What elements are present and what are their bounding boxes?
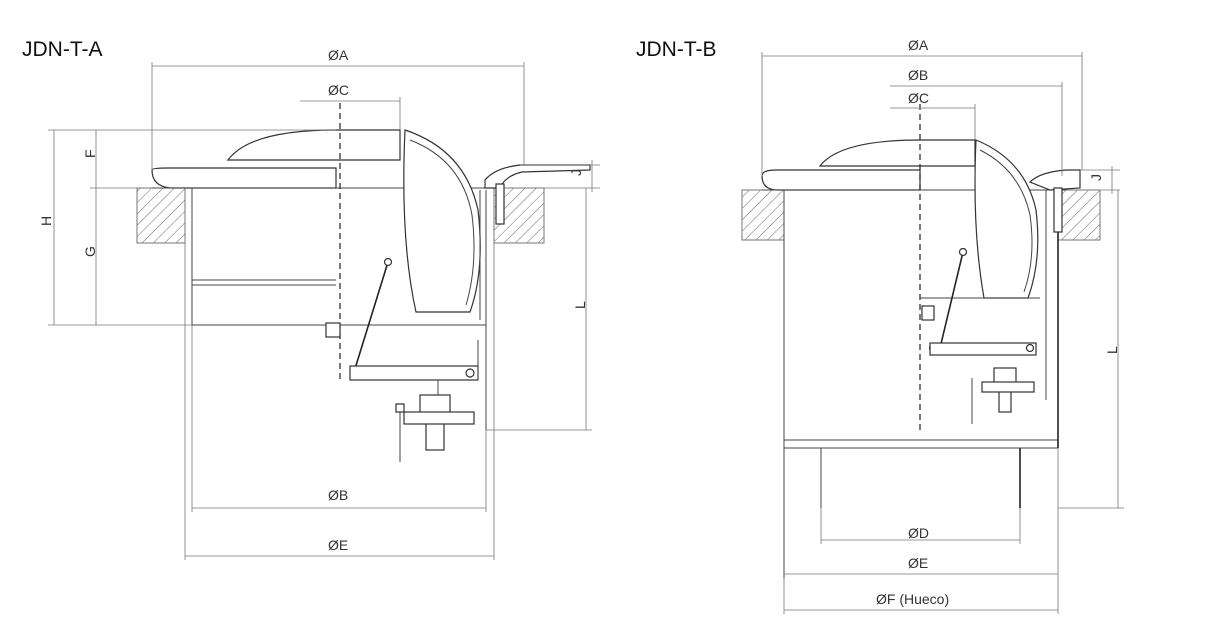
dim-h-left: H [38, 216, 54, 226]
rim-b [761, 169, 921, 191]
rim [151, 167, 337, 189]
linkage-arm-b [939, 251, 964, 349]
dim-l-right: L [1104, 346, 1120, 354]
title-jdn-t-b: JDN-T-B [636, 38, 717, 61]
rim-right-b [1028, 169, 1081, 191]
dim-c-right: ØC [908, 90, 929, 106]
dim-e-left: ØE [328, 537, 348, 553]
wall-section-left-b [741, 189, 785, 241]
dim-b-right: ØB [908, 67, 928, 83]
dim-j-left: J [568, 169, 584, 176]
dim-j-right: J [1088, 174, 1104, 181]
dim-e-right: ØE [908, 555, 928, 571]
dome-top [226, 129, 401, 161]
dim-a-right: ØA [908, 37, 929, 53]
swing-flap [403, 129, 481, 313]
lever-frame-b [929, 342, 1037, 356]
wall-section-right-b [1057, 189, 1101, 241]
wall-section-left [136, 187, 186, 244]
dim-l-left: L [572, 301, 588, 309]
linkage-arm [353, 261, 389, 373]
dim-d-right: ØD [908, 525, 929, 541]
dim-b-left: ØB [328, 487, 348, 503]
drawing-jdn-t-b: JDN-T-B [636, 37, 1124, 614]
dim-f-right: ØF (Hueco) [876, 591, 949, 607]
lever-frame [349, 365, 479, 381]
dim-a-left: ØA [328, 47, 349, 63]
title-jdn-t-a: JDN-T-A [22, 38, 103, 61]
dim-c-left: ØC [328, 82, 349, 98]
dim-g-left: G [82, 246, 98, 257]
dome-top-b [818, 139, 976, 167]
dim-f-left: F [82, 149, 98, 158]
swing-flap-b [974, 139, 1039, 299]
drawing-jdn-t-a: JDN-T-A [22, 38, 600, 560]
